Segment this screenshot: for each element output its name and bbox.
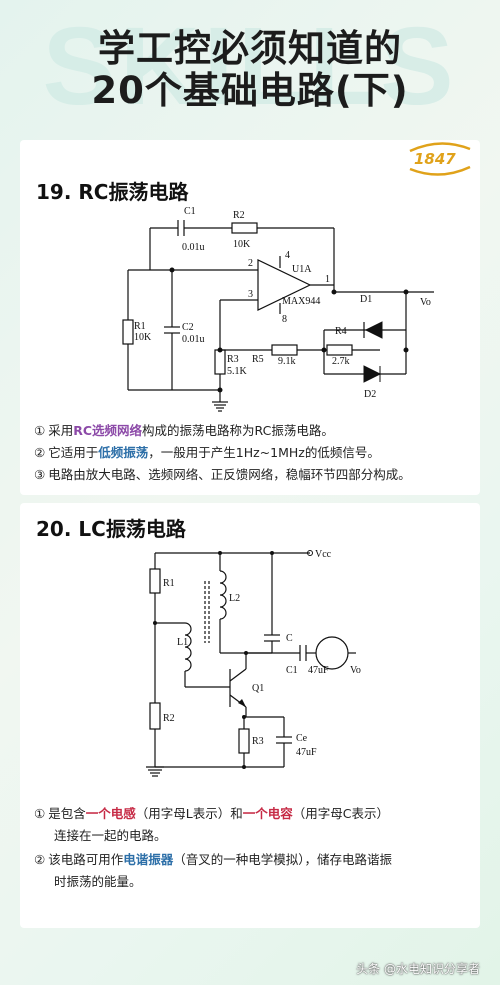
background-watermark: SKILLS (42, 5, 458, 128)
lc-oscillator-card: 20. LC振荡电路 (20, 503, 480, 928)
label-l2: L2 (229, 593, 240, 604)
label-u1a: U1A (292, 264, 312, 275)
rc-oscillator-card: 19. RC振荡电路 (20, 140, 480, 495)
label-c1: C1 (184, 206, 196, 217)
label-r5-value: 9.1k (278, 356, 296, 367)
section-19-title: 19. RC振荡电路 (36, 180, 189, 204)
label-pin1: 1 (325, 274, 330, 285)
label-c1-value: 0.01u (182, 242, 205, 253)
label-vo-lc: Vo (350, 665, 361, 676)
brand-logo: 1847 (409, 142, 471, 176)
label-l1: L1 (177, 637, 188, 648)
label-vcc: Vcc (315, 549, 332, 560)
label-c2: C2 (182, 322, 194, 333)
section-20-title: 20. LC振荡电路 (36, 517, 186, 541)
label-d2: D2 (364, 389, 376, 400)
label-r3-lc: R3 (252, 736, 264, 747)
footer-watermark: 头条 @水电知识分享者 (356, 962, 480, 976)
label-pin2: 2 (248, 258, 253, 269)
label-vo: Vo (420, 297, 431, 308)
label-c1-lc-value: 47uF (308, 665, 329, 676)
label-r2: R2 (233, 210, 245, 221)
title-line-1: 学工控必须知道的 (98, 27, 402, 70)
rc-circuit-diagram: C1 0.01u R2 10K 4 U1A 2 1 3 MAX944 D1 Vo… (122, 206, 434, 412)
page-title: 学工控必须知道的 20个基础电路(下) (0, 28, 500, 112)
label-c2-value: 0.01u (182, 334, 205, 345)
label-d1: D1 (360, 294, 372, 305)
label-r1-lc: R1 (163, 578, 175, 589)
lc-circuit-diagram: Vcc R1 L2 C L1 C1 47uF Vo Q1 R2 R3 Ce 47… (146, 549, 361, 777)
label-r3-value: 5.1K (227, 366, 248, 377)
label-r2-lc: R2 (163, 713, 175, 724)
label-r4: R4 (335, 326, 347, 337)
label-r1: R1 (134, 321, 146, 332)
label-q1: Q1 (252, 683, 264, 694)
label-pin3: 3 (248, 289, 253, 300)
label-r5: R5 (252, 354, 264, 365)
logo-text: 1847 (414, 150, 456, 168)
label-r3: R3 (227, 354, 239, 365)
label-pin8: 8 (282, 314, 287, 325)
label-r2-value: 10K (233, 239, 251, 250)
label-pin4: 4 (285, 250, 290, 261)
label-ce-value: 47uF (296, 747, 317, 758)
label-c1-lc: C1 (286, 665, 298, 676)
label-ic: MAX944 (282, 296, 320, 307)
label-r4-value: 2.7k (332, 356, 350, 367)
label-ce: Ce (296, 733, 308, 744)
title-line-2: 20个基础电路(下) (91, 69, 409, 112)
label-r1-value: 10K (134, 332, 152, 343)
label-c: C (286, 633, 293, 644)
